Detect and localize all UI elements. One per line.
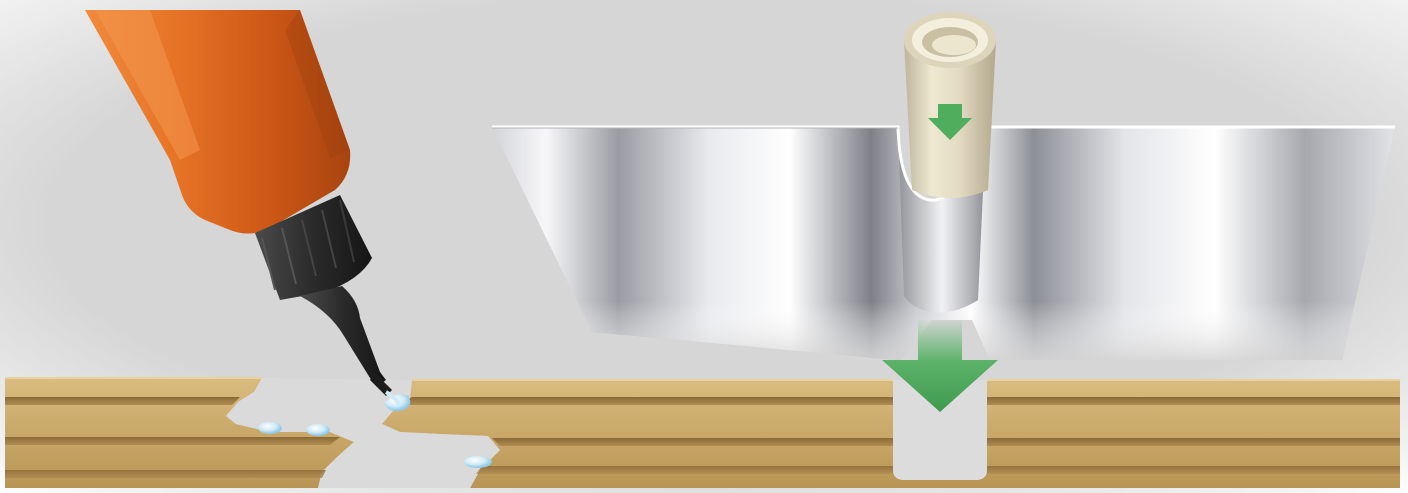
cracked-laminate-board <box>5 378 1400 488</box>
